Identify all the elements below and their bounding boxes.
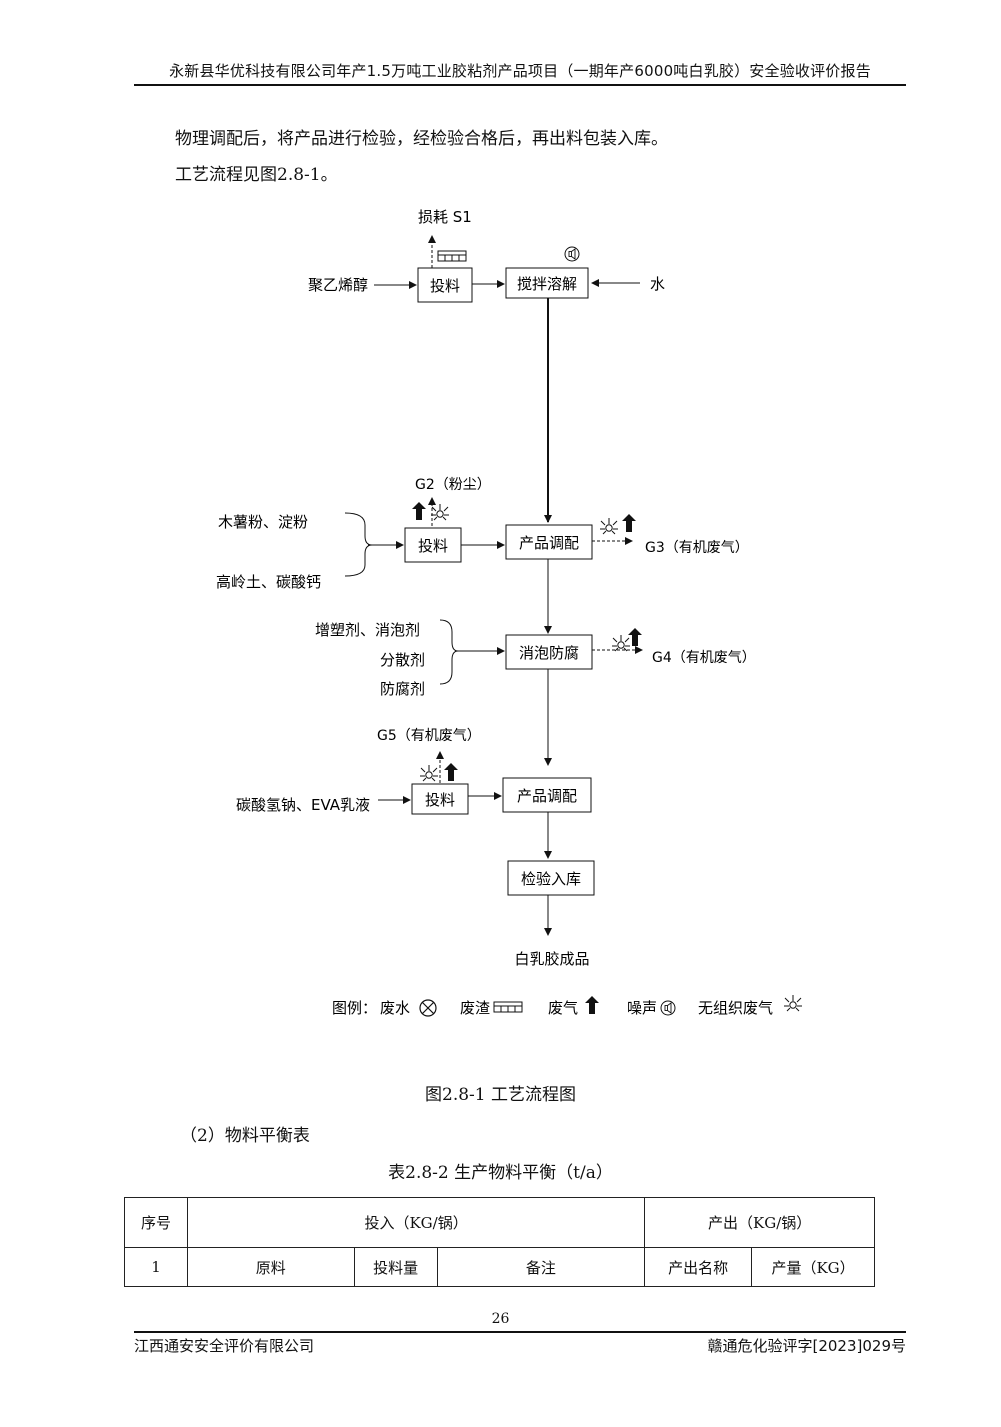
legend-wastewater: 废水 bbox=[380, 999, 410, 1017]
box-blend-1 bbox=[505, 524, 593, 560]
box-defoam bbox=[505, 634, 593, 670]
fugitive-icon bbox=[430, 503, 450, 521]
fugitive-icon bbox=[783, 994, 803, 1012]
material-balance-table: 序号 投入（KG/锅） 产出（KG/锅） 1 原料 投料量 备注 产出名称 产量… bbox=[124, 1197, 875, 1287]
input-pva: 聚乙烯醇 bbox=[308, 276, 368, 294]
legend-prefix: 图例： bbox=[332, 999, 377, 1017]
table-header-cell: 投入（KG/锅） bbox=[186, 1197, 646, 1248]
table-cell: 原料 bbox=[186, 1247, 355, 1287]
loss-label: 损耗 S1 bbox=[418, 208, 472, 226]
input-cassava: 木薯粉、淀粉 bbox=[218, 513, 308, 531]
brace-1 bbox=[344, 512, 373, 577]
fugitive-icon bbox=[599, 517, 619, 535]
box-blend-1-label: 产品调配 bbox=[519, 534, 579, 552]
exhaust-icon bbox=[585, 996, 599, 1014]
table-cell: 备注 bbox=[436, 1247, 646, 1287]
legend-residue: 废渣 bbox=[460, 999, 490, 1017]
table-row: 1 原料 投料量 备注 产出名称 产量（KG） bbox=[124, 1247, 875, 1287]
box-inspect-label: 检验入库 bbox=[521, 870, 581, 888]
exhaust-icon bbox=[444, 763, 458, 781]
input-kaolin: 高岭土、碳酸钙 bbox=[216, 573, 321, 591]
box-feed-1-label: 投料 bbox=[430, 277, 460, 295]
input-preservative: 防腐剂 bbox=[380, 680, 425, 698]
table-header-cell: 序号 bbox=[124, 1197, 188, 1248]
box-feed-1 bbox=[417, 267, 473, 303]
box-blend-2-label: 产品调配 bbox=[517, 787, 577, 805]
section-title: （2）物料平衡表 bbox=[180, 1126, 310, 1146]
table-header-row: 序号 投入（KG/锅） 产出（KG/锅） bbox=[124, 1197, 875, 1248]
box-feed-3 bbox=[411, 783, 469, 815]
footer-doc-number: 赣通危化验评字[2023]029号 bbox=[707, 1337, 906, 1355]
table-cell: 投料量 bbox=[353, 1247, 438, 1287]
box-blend-2 bbox=[502, 777, 592, 813]
fugitive-icon bbox=[419, 764, 439, 782]
exhaust-icon bbox=[412, 502, 426, 520]
box-feed-3-label: 投料 bbox=[425, 791, 455, 809]
box-stir bbox=[505, 267, 589, 299]
noise-icon bbox=[660, 1000, 676, 1016]
g5-label: G5（有机废气） bbox=[377, 728, 481, 744]
footer-rule bbox=[134, 1331, 906, 1333]
box-inspect bbox=[507, 860, 595, 896]
g3-label: G3（有机废气） bbox=[645, 540, 749, 556]
table-cell: 产出名称 bbox=[644, 1247, 753, 1287]
table-cell: 1 bbox=[124, 1247, 188, 1287]
g4-label: G4（有机废气） bbox=[652, 650, 756, 666]
header-rule bbox=[134, 84, 906, 86]
box-stir-label: 搅拌溶解 bbox=[517, 275, 577, 293]
wastewater-icon bbox=[419, 999, 437, 1017]
legend-fugitive: 无组织废气 bbox=[698, 999, 773, 1017]
page-number: 26 bbox=[491, 1311, 510, 1327]
output-product: 白乳胶成品 bbox=[514, 950, 589, 968]
legend-exhaust: 废气 bbox=[548, 999, 578, 1017]
figure-caption: 图2.8-1 工艺流程图 bbox=[425, 1085, 576, 1105]
page-header: 永新县华优科技有限公司年产1.5万吨工业胶粘剂产品项目（一期年产6000吨白乳胶… bbox=[169, 62, 871, 80]
fugitive-icon bbox=[611, 634, 631, 652]
input-plasticizer: 增塑剂、消泡剂 bbox=[315, 621, 420, 639]
noise-icon bbox=[564, 246, 580, 262]
residue-icon bbox=[493, 1001, 523, 1013]
process-flow-diagram: 损耗 S1 聚乙烯醇 投料 搅拌溶解 水 G2（粉尘） 木薯粉、淀粉 高岭土、碳… bbox=[216, 208, 803, 1017]
g2-label: G2（粉尘） bbox=[415, 477, 491, 493]
exhaust-icon bbox=[622, 514, 636, 532]
brace-2 bbox=[439, 619, 459, 685]
input-dispersant: 分散剂 bbox=[380, 651, 425, 669]
residue-icon bbox=[437, 250, 467, 262]
exhaust-icon bbox=[628, 628, 642, 646]
table-header-cell: 产出（KG/锅） bbox=[644, 1197, 875, 1248]
input-bicarb: 碳酸氢钠、EVA乳液 bbox=[236, 796, 370, 814]
legend-noise: 噪声 bbox=[627, 999, 657, 1017]
footer-company: 江西通安安全评价有限公司 bbox=[134, 1337, 315, 1355]
table-caption: 表2.8-2 生产物料平衡（t/a） bbox=[388, 1163, 613, 1183]
box-feed-2-label: 投料 bbox=[418, 537, 448, 555]
body-paragraph-1: 物理调配后，将产品进行检验，经检验合格后，再出料包装入库。 bbox=[175, 129, 668, 149]
table-cell: 产量（KG） bbox=[751, 1247, 875, 1287]
body-paragraph-2: 工艺流程见图2.8-1。 bbox=[175, 165, 338, 185]
input-water: 水 bbox=[650, 275, 665, 293]
box-defoam-label: 消泡防腐 bbox=[519, 644, 579, 662]
